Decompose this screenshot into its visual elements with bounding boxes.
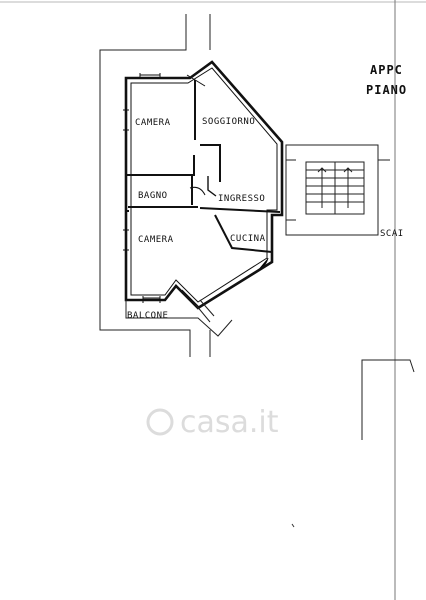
- room-label-bagno: BAGNO: [138, 191, 168, 201]
- stray-mark: [291, 523, 295, 528]
- interior-walls: [126, 80, 281, 253]
- room-label-soggiorno: SOGGIORNO: [202, 117, 255, 127]
- room-label-ingresso: INGRESSO: [218, 194, 265, 204]
- staircase: [285, 144, 390, 236]
- watermark-text: casa.it: [180, 405, 279, 440]
- balcony: [125, 299, 233, 337]
- room-label-camera-top: CAMERA: [135, 118, 171, 128]
- watermark: casa.it: [146, 405, 279, 440]
- room-label-camera-bottom: CAMERA: [138, 235, 174, 245]
- watermark-logo-icon: [146, 408, 174, 436]
- apartment-walls: [124, 60, 284, 310]
- stair-label: SCAI: [380, 229, 404, 239]
- room-label-cucina: CUCINA: [230, 234, 266, 244]
- window-marks: [123, 73, 269, 309]
- header-line2: PIANO: [366, 83, 407, 97]
- header-line1: APPC: [370, 63, 403, 77]
- balcone-label: BALCONE: [127, 311, 168, 321]
